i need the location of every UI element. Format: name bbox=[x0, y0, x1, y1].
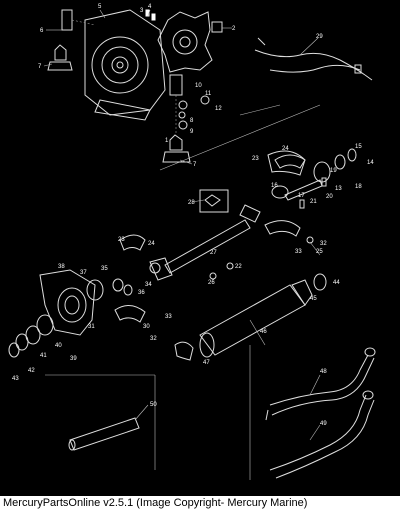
callout-23a: 23 bbox=[252, 156, 259, 162]
wiring-harness bbox=[254, 37, 373, 81]
callout-7b: 7 bbox=[193, 162, 197, 168]
callout-10: 10 bbox=[195, 83, 202, 89]
coupler-plate bbox=[145, 9, 223, 73]
exhaust-hose bbox=[174, 273, 327, 361]
copyright-caption: MercuryPartsOnline v2.5.1 (Image Copyrig… bbox=[3, 497, 308, 509]
callout-17: 17 bbox=[298, 193, 305, 199]
callout-34: 34 bbox=[145, 282, 152, 288]
exploded-parts-diagram: 1 2 3 4 5 6 7 7 8 9 10 11 12 13 14 15 16… bbox=[8, 4, 376, 480]
callout-40: 40 bbox=[55, 343, 62, 349]
callout-37: 37 bbox=[80, 270, 87, 276]
hose-assemblies bbox=[265, 347, 376, 479]
callout-4: 4 bbox=[148, 4, 152, 10]
callout-22: 22 bbox=[235, 264, 242, 270]
callout-49: 49 bbox=[320, 421, 327, 427]
callout-26: 26 bbox=[208, 280, 215, 286]
callout-36: 36 bbox=[138, 290, 145, 296]
callout-44: 44 bbox=[333, 280, 340, 286]
callout-42: 42 bbox=[28, 368, 35, 374]
callout-35: 35 bbox=[101, 266, 108, 272]
callout-32b: 32 bbox=[150, 336, 157, 342]
callout-30: 30 bbox=[143, 324, 150, 330]
callout-33b: 33 bbox=[165, 314, 172, 320]
drive-shaft bbox=[119, 154, 314, 281]
callout-28: 28 bbox=[188, 200, 195, 206]
footer-bar: MercuryPartsOnline v2.5.1 (Image Copyrig… bbox=[0, 496, 400, 512]
leader-lines bbox=[43, 9, 321, 441]
output-shaft-group bbox=[267, 148, 357, 209]
callout-labels: 1 2 3 4 5 6 7 7 8 9 10 11 12 13 14 15 16… bbox=[12, 4, 374, 427]
callout-14: 14 bbox=[367, 160, 374, 166]
mount-hardware bbox=[162, 74, 210, 163]
callout-20: 20 bbox=[326, 194, 333, 200]
callout-47: 47 bbox=[203, 360, 210, 366]
callout-48: 48 bbox=[320, 369, 327, 375]
callout-23b: 23 bbox=[118, 237, 125, 243]
transmission-housing bbox=[47, 9, 166, 121]
callout-2: 2 bbox=[232, 26, 236, 32]
callout-19: 19 bbox=[330, 168, 337, 174]
callout-43: 43 bbox=[12, 376, 19, 382]
callout-25: 25 bbox=[316, 249, 323, 255]
callout-41: 41 bbox=[40, 353, 47, 359]
callout-1: 1 bbox=[165, 138, 169, 144]
callout-29: 29 bbox=[316, 34, 323, 40]
callout-39: 39 bbox=[70, 356, 77, 362]
callout-6: 6 bbox=[40, 28, 44, 34]
callout-27: 27 bbox=[210, 250, 217, 256]
callout-24a: 24 bbox=[282, 146, 289, 152]
callout-33a: 33 bbox=[295, 249, 302, 255]
callout-7a: 7 bbox=[38, 64, 42, 70]
panel-dividers bbox=[45, 104, 321, 480]
callout-18: 18 bbox=[355, 184, 362, 190]
bell-housing bbox=[8, 269, 146, 358]
callout-38: 38 bbox=[58, 264, 65, 270]
callout-16: 16 bbox=[271, 183, 278, 189]
callout-3: 3 bbox=[140, 8, 144, 14]
callout-50: 50 bbox=[150, 402, 157, 408]
callout-13: 13 bbox=[335, 186, 342, 192]
callout-9: 9 bbox=[190, 129, 194, 135]
callout-24b: 24 bbox=[148, 241, 155, 247]
callout-45: 45 bbox=[310, 296, 317, 302]
callout-11: 11 bbox=[205, 91, 212, 97]
tube bbox=[68, 417, 140, 451]
callout-8: 8 bbox=[190, 118, 194, 124]
callout-46: 46 bbox=[260, 329, 267, 335]
callout-32a: 32 bbox=[320, 241, 327, 247]
u-joint bbox=[199, 189, 261, 223]
callout-15: 15 bbox=[355, 144, 362, 150]
callout-12: 12 bbox=[215, 106, 222, 112]
callout-21: 21 bbox=[310, 199, 317, 205]
callout-5: 5 bbox=[98, 4, 102, 10]
callout-31: 31 bbox=[88, 324, 95, 330]
